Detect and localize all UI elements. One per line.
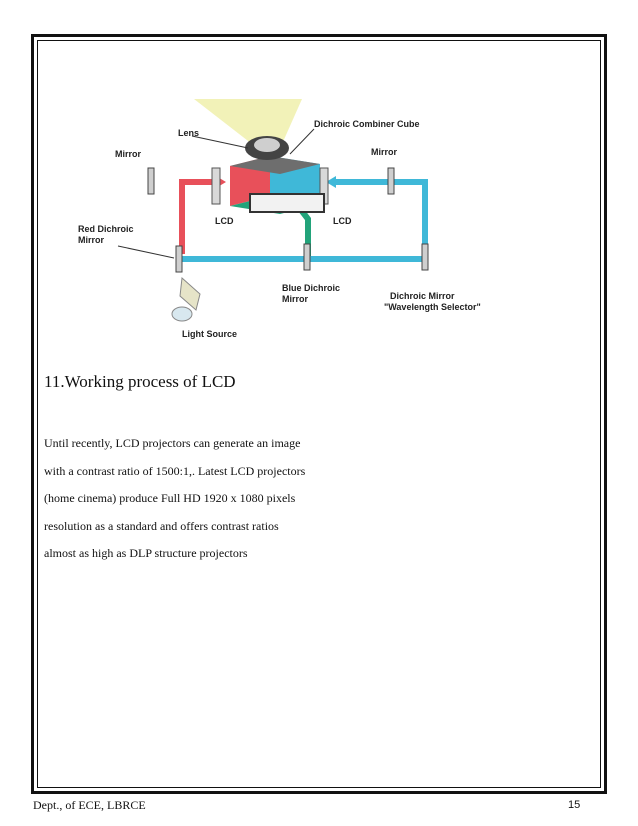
red-dichroic-leader: [117, 245, 175, 259]
cyan-beam-arrowhead: [326, 176, 336, 188]
blue-dichroic-mirror: [303, 243, 311, 271]
label-red-dichroic-2: Mirror: [78, 235, 105, 245]
lens-glass: [254, 138, 280, 152]
dichroic-mirror-selector: [421, 243, 429, 271]
mirror-right: [387, 167, 395, 195]
mirror-left: [147, 167, 155, 195]
footer-page-number: 15: [568, 799, 581, 811]
label-light-source: Light Source: [182, 329, 237, 339]
lcd-panel-left: [211, 167, 221, 205]
paragraph-line: with a contrast ratio of 1500:1,. Latest…: [44, 463, 306, 478]
page-border-inner: [37, 40, 601, 788]
label-blue-dichroic-1: Blue Dichroic: [282, 283, 340, 293]
lens-leader: [191, 135, 249, 149]
projection-cone: [194, 99, 302, 144]
label-mirror-right: Mirror: [371, 147, 398, 157]
paragraph-line: almost as high as DLP structure projecto…: [44, 546, 248, 561]
lcd-projector-diagram: Lens Dichroic Combiner Cube Mirror Mirro…: [78, 99, 481, 339]
combiner-leader: [289, 128, 315, 155]
lcd-panel-bottom: [249, 193, 325, 213]
section-paragraph: Until recently, LCD projectors can gener…: [44, 430, 464, 568]
label-red-dichroic-1: Red Dichroic: [78, 224, 134, 234]
red-dichroic-mirror: [175, 245, 183, 273]
label-lcd-right: LCD: [333, 216, 352, 226]
paragraph-line: (home cinema) produce Full HD 1920 x 108…: [44, 491, 296, 506]
paragraph-line: resolution as a standard and offers cont…: [44, 518, 279, 533]
label-mirror-left: Mirror: [115, 149, 142, 159]
label-blue-dichroic-2: Mirror: [282, 294, 309, 304]
light-source: [171, 276, 201, 322]
paragraph-line: Until recently, LCD projectors can gener…: [44, 436, 301, 450]
label-combiner: Dichroic Combiner Cube: [314, 119, 420, 129]
section-heading: 11.Working process of LCD: [44, 372, 236, 391]
label-dichroic-mirror-1: Dichroic Mirror: [390, 291, 455, 301]
label-lens: Lens: [178, 128, 199, 138]
label-lcd-left: LCD: [215, 216, 234, 226]
page-border-outer: [31, 34, 607, 794]
label-dichroic-mirror-2: "Wavelength Selector": [384, 302, 481, 312]
footer-department: Dept., of ECE, LBRCE: [33, 798, 146, 812]
